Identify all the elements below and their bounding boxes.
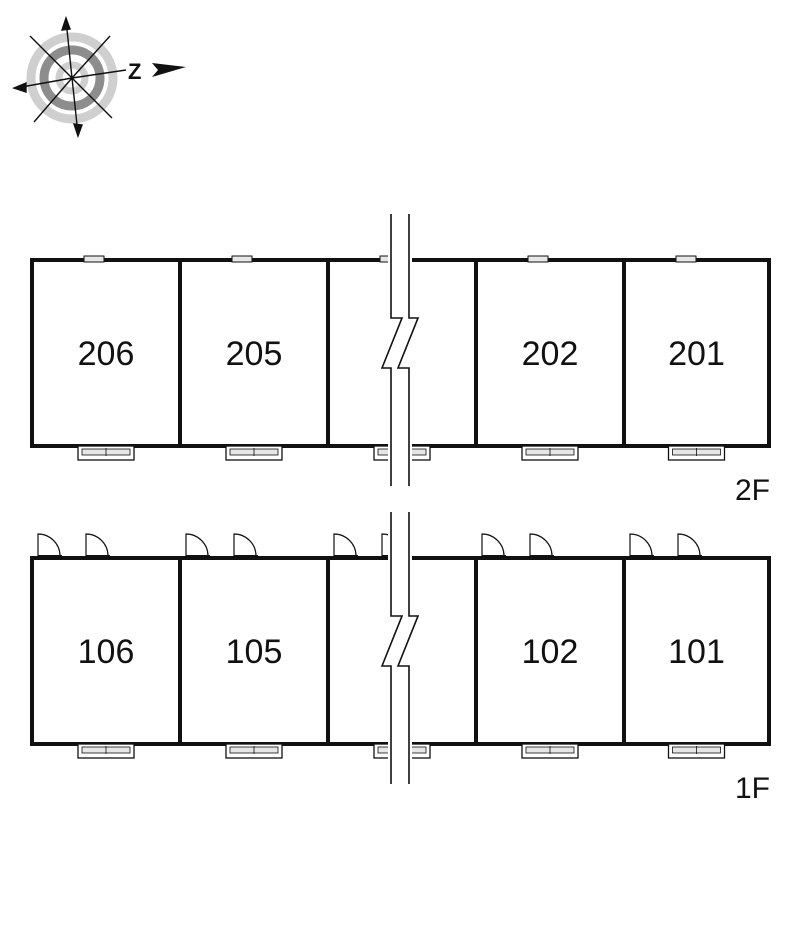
door-swing (85, 533, 110, 557)
unit-202: 202 (521, 255, 579, 461)
door-arc (677, 533, 701, 557)
door-arc (233, 533, 257, 557)
door-swing (233, 533, 258, 557)
door-arc (37, 533, 61, 557)
unit-201: 201 (667, 255, 726, 461)
unit-102: 102 (481, 533, 579, 759)
door-arc (529, 533, 553, 557)
break-line-left (380, 214, 404, 486)
door-swing (629, 533, 654, 557)
window-rear (527, 255, 549, 263)
unit-number: 102 (522, 633, 579, 671)
compass-core (55, 61, 89, 95)
door-arc (629, 533, 653, 557)
unit-number: 101 (668, 633, 725, 671)
floor-label: 1F (735, 772, 770, 805)
floor-2f: 206 205 202 201 2F (30, 214, 771, 507)
unit-206: 206 (77, 255, 135, 461)
door-swing (677, 533, 702, 557)
door-swing (185, 533, 210, 557)
window-rear (83, 255, 105, 263)
unit-number: 202 (522, 335, 579, 373)
door-arc (333, 533, 357, 557)
compass-pointer-icon (152, 63, 186, 77)
break-gap (388, 214, 412, 486)
break-line-right (396, 512, 420, 784)
break-line-right (396, 214, 420, 486)
break-line-left (380, 512, 404, 784)
unit-number: 105 (226, 633, 283, 671)
door-swing (481, 533, 506, 557)
unit-number: 206 (78, 335, 135, 373)
floor-1f: 106 105 102 101 1F (30, 512, 771, 805)
unit-number: 201 (668, 335, 725, 373)
compass-label: Z (128, 59, 141, 84)
door-swing (37, 533, 62, 557)
break-gap (388, 512, 412, 784)
compass-inner-ring (39, 45, 105, 111)
break-mark (380, 214, 420, 486)
compass-outer-ring (26, 32, 118, 124)
unit-number: 205 (226, 335, 283, 373)
door-arc (85, 533, 109, 557)
unit-106: 106 (37, 533, 135, 759)
unit-101: 101 (629, 533, 726, 759)
window-rear (231, 255, 253, 263)
compass-arrow-s-icon (72, 123, 83, 139)
unit-105: 105 (185, 533, 283, 759)
door-swing (333, 533, 358, 557)
break-mark (380, 512, 420, 784)
compass-arrow-w-icon (12, 81, 27, 93)
unit-omitted (333, 533, 431, 759)
unit-number: 106 (78, 633, 135, 671)
compass-arrow-n-icon (60, 15, 71, 31)
door-arc (185, 533, 209, 557)
window-rear (675, 255, 697, 263)
door-swing (529, 533, 554, 557)
floor-label: 2F (735, 474, 770, 507)
door-arc (481, 533, 505, 557)
unit-205: 205 (225, 255, 283, 461)
compass: Z (12, 15, 186, 139)
